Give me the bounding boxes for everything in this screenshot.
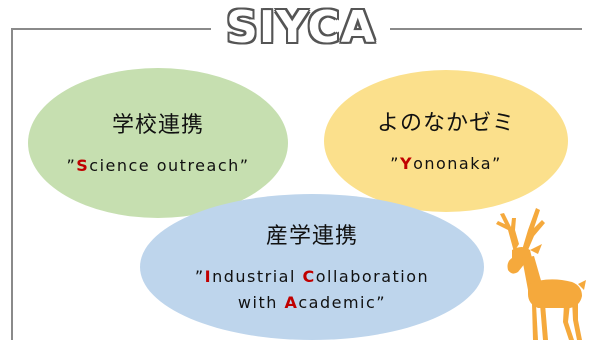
industry-collaboration-subtitle: ”Industrial Collaboration with Academic”	[195, 264, 429, 316]
close-quote: ”	[239, 156, 250, 175]
highlight-initial: Y	[399, 154, 414, 173]
highlight-initial: I	[204, 267, 213, 286]
industry-collaboration-bubble: 産学連携 ”Industrial Collaboration with Acad…	[140, 194, 484, 340]
frame-left-line	[11, 28, 13, 340]
subtitle-text: ndustrial	[212, 267, 303, 286]
close-quote: ”	[376, 293, 387, 312]
close-quote: ”	[492, 154, 502, 173]
highlight-initial: S	[76, 156, 90, 175]
yononaka-seminar-title: よのなかゼミ	[376, 111, 515, 136]
open-quote: ”	[194, 267, 205, 286]
subtitle-text: cience outreach	[89, 156, 240, 175]
deer-icon	[496, 208, 586, 340]
yononaka-seminar-bubble: よのなかゼミ ”Yononaka”	[324, 70, 568, 212]
subtitle-text: with	[237, 293, 285, 312]
open-quote: ”	[390, 154, 400, 173]
highlight-initial: C	[302, 267, 316, 286]
school-collaboration-bubble: 学校連携 ”Science outreach”	[28, 68, 288, 218]
school-collaboration-title: 学校連携	[111, 113, 204, 138]
yononaka-seminar-subtitle: ”Yononaka”	[390, 151, 502, 177]
frame-top-left-line	[11, 28, 211, 30]
frame-top-right-line	[390, 28, 582, 30]
siyca-logo: SIYCA	[226, 1, 376, 53]
subtitle-text: cademic	[298, 293, 377, 312]
school-collaboration-subtitle: ”Science outreach”	[66, 153, 249, 179]
open-quote: ”	[66, 156, 77, 175]
highlight-initial: A	[284, 293, 299, 312]
subtitle-text: ononaka	[413, 154, 493, 173]
industry-collaboration-title: 産学連携	[265, 224, 358, 249]
subtitle-line-1: ”Industrial Collaboration	[195, 264, 429, 290]
subtitle-line-2: with Academic”	[195, 290, 429, 316]
subtitle-text: ollaboration	[315, 267, 430, 286]
